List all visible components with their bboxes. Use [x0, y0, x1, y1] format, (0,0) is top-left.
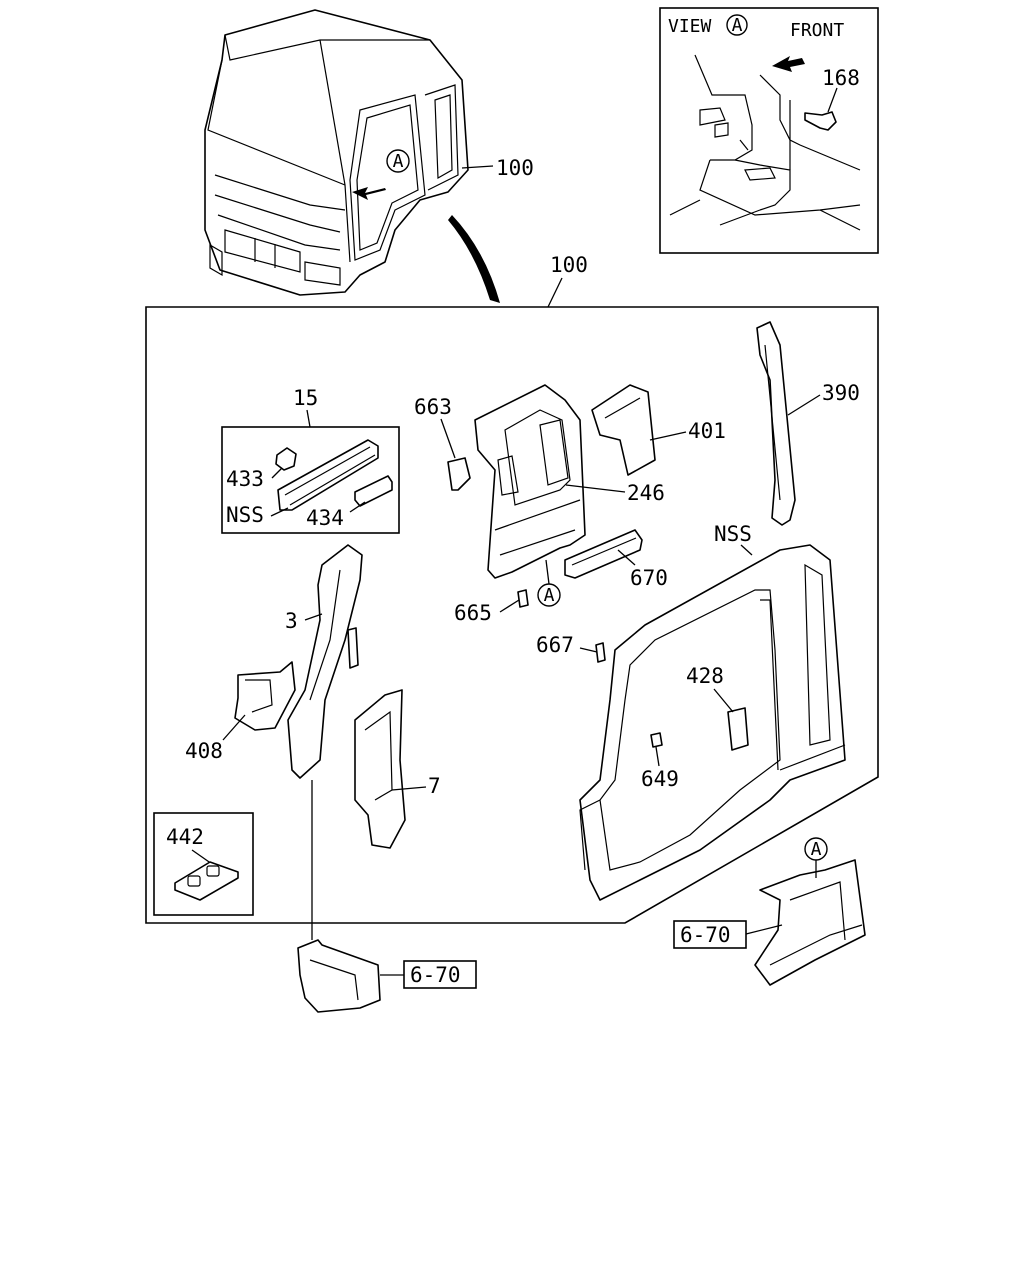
side-panel-nss: [579, 544, 846, 901]
view-marker-label: A: [732, 15, 743, 36]
part-442-box: 442: [153, 812, 254, 916]
label-663: 663: [414, 395, 452, 419]
front-label: FRONT: [790, 20, 844, 41]
label-168: 168: [822, 66, 860, 90]
label-428: 428: [686, 664, 724, 688]
label-100-top: 100: [496, 156, 534, 180]
truck-cab-illustration: A 100: [204, 9, 534, 296]
cab-view-marker: A: [393, 151, 404, 172]
part-663: [447, 457, 471, 491]
detail-callout-arrow: [448, 215, 500, 303]
ref-label-right: 6-70: [680, 923, 731, 947]
kit-15: 15 433 NSS 434: [221, 386, 400, 534]
label-649: 649: [641, 767, 679, 791]
view-marker-circle: [386, 149, 410, 173]
part-665: [517, 589, 529, 608]
part-670: [564, 529, 643, 579]
label-665: 665: [454, 601, 492, 625]
part-246: [474, 384, 586, 579]
label-nss-kit: NSS: [226, 503, 264, 527]
part-3: [287, 544, 363, 779]
label-15: 15: [293, 386, 318, 410]
ref-bottom-left: 6-70: [297, 939, 477, 1013]
part-408: [234, 661, 296, 731]
part-7: [354, 689, 406, 849]
view-a-inset: VIEW A FRONT 168: [659, 7, 879, 254]
label-nss-panel: NSS: [714, 522, 752, 546]
panel-view-marker: A: [544, 585, 555, 606]
label-408: 408: [185, 739, 223, 763]
label-670: 670: [630, 566, 668, 590]
label-246: 246: [627, 481, 665, 505]
detail-frame: [145, 306, 879, 924]
floor-view-marker: A: [811, 839, 822, 860]
view-title: VIEW: [668, 16, 712, 37]
label-7: 7: [428, 774, 441, 798]
front-arrow-icon: [772, 56, 805, 72]
label-434: 434: [306, 506, 344, 530]
label-100-main: 100: [550, 253, 588, 277]
label-442: 442: [166, 825, 204, 849]
part-428: [727, 707, 749, 751]
part-649: [650, 732, 663, 748]
label-667: 667: [536, 633, 574, 657]
part-390: [756, 321, 796, 526]
ref-bottom-right: A 6-70: [673, 837, 866, 986]
part-667: [595, 642, 606, 663]
label-433: 433: [226, 467, 264, 491]
label-390: 390: [822, 381, 860, 405]
ref-label-left: 6-70: [410, 963, 461, 987]
label-3: 3: [285, 609, 298, 633]
part-401: [591, 384, 656, 476]
label-401: 401: [688, 419, 726, 443]
